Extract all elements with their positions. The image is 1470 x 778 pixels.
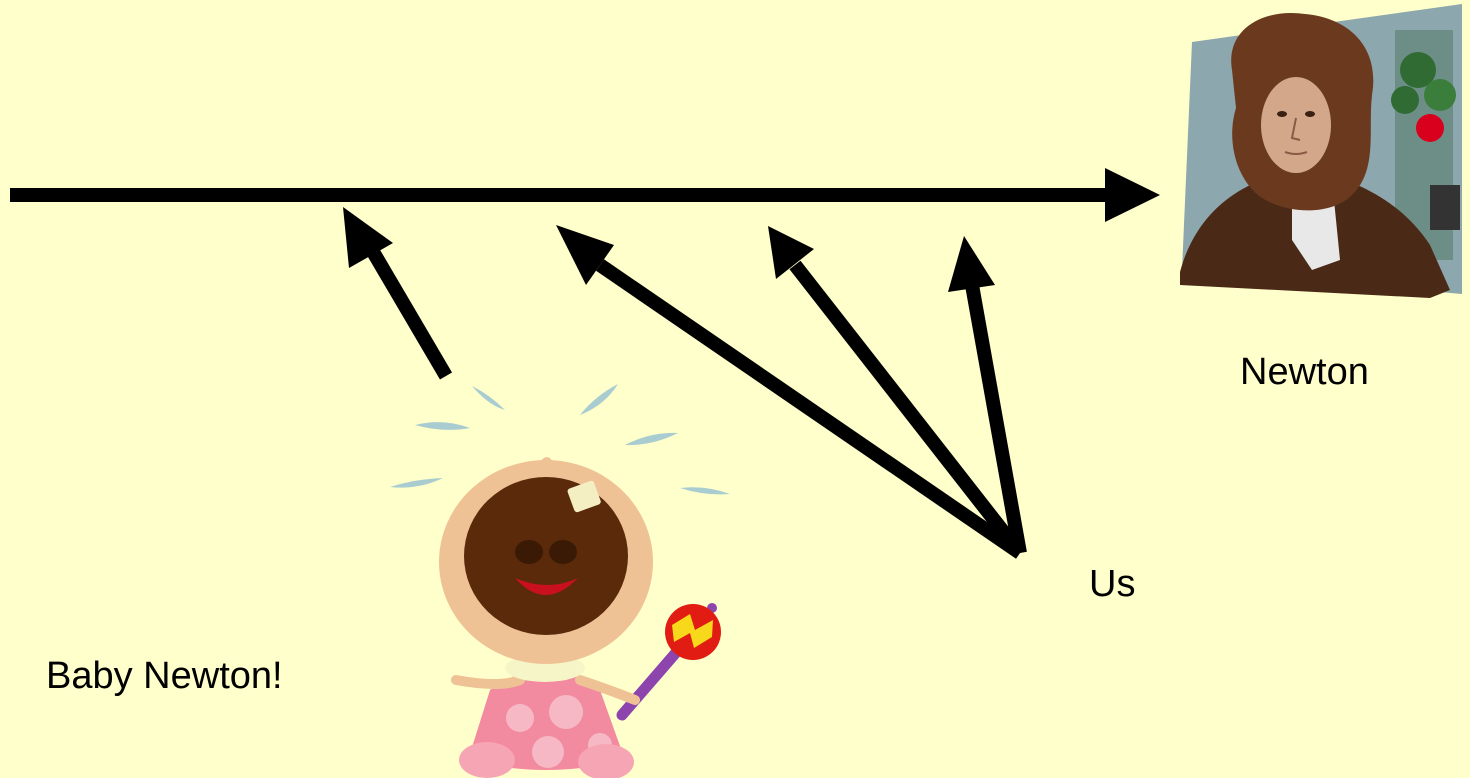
us-label: Us <box>1089 563 1136 605</box>
newton-label: Newton <box>1240 351 1369 393</box>
baby-arrow <box>343 207 453 380</box>
us-arrow-3 <box>948 236 1027 555</box>
tears-icon <box>390 384 730 495</box>
apple-tree-icon <box>1391 52 1456 142</box>
us-arrow-1 <box>556 225 1024 559</box>
timeline-arrow <box>10 168 1160 222</box>
baby-newton-label: Baby Newton! <box>46 655 283 697</box>
crying-baby-image <box>390 384 730 778</box>
newton-portrait-image <box>1180 4 1462 298</box>
us-arrow-2 <box>768 226 1026 558</box>
